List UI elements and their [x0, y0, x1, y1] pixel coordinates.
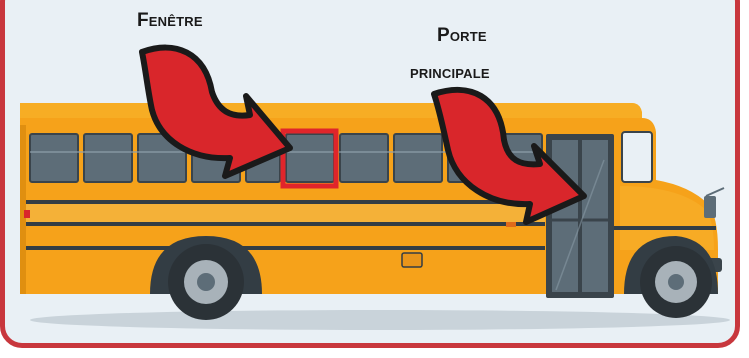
curved-arrow-icon — [431, 87, 587, 225]
curved-arrow-icon — [139, 44, 293, 179]
door-label-line2: principale — [410, 62, 490, 83]
front-wheel — [624, 236, 718, 318]
window-highlight-box — [280, 128, 339, 189]
rear-wheel — [150, 236, 262, 320]
ground-shadow — [30, 310, 730, 330]
bus-body — [20, 103, 725, 294]
door-label-line1: Porte — [437, 25, 487, 46]
front-door — [546, 134, 614, 298]
window-label: Fenêtre — [137, 10, 203, 31]
